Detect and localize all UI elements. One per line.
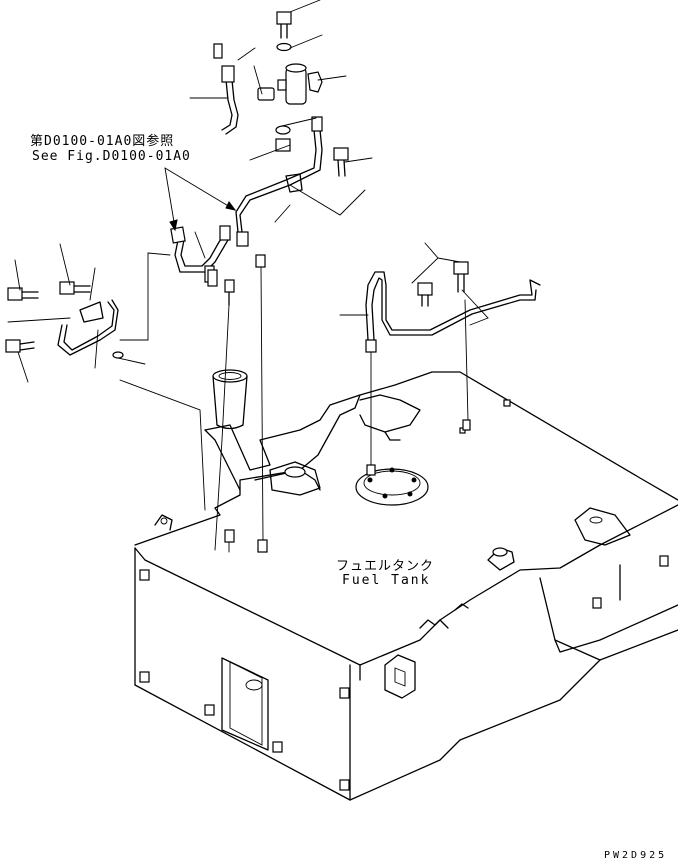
leader-lines: [7, 0, 489, 511]
reference-arrows: [169, 201, 237, 232]
fuel-lines: [5, 11, 541, 553]
drawing-number: PW2D925: [604, 850, 668, 861]
fuel-tank-label-japanese: フュエルタンク: [336, 559, 435, 574]
fuel-tank-label-english: Fuel Tank: [342, 573, 431, 588]
filler-neck: [212, 369, 248, 430]
reference-label-japanese: 第D0100-01A0図参照: [30, 134, 175, 149]
fuel-tank-outline: [134, 371, 678, 801]
reference-label-english: See Fig.D0100-01A0: [32, 149, 191, 164]
